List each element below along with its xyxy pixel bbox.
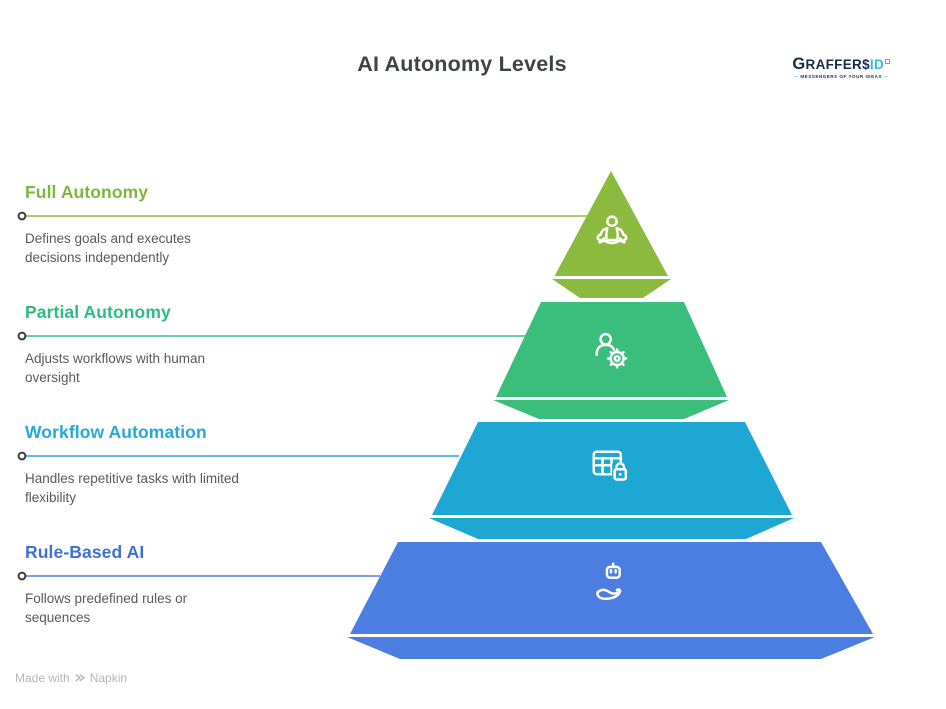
pyramid-level-2: [493, 302, 729, 419]
level-1-base-shadow: [552, 279, 671, 298]
level-heading: Partial Autonomy: [25, 302, 171, 322]
level-1-shape: [554, 171, 668, 276]
user-with-gear-icon: [595, 332, 628, 369]
logo-trademark-icon: [885, 58, 890, 64]
graffersid-logo: GRAFFER$ID — MESSENGERS OF YOUR IDEAS —: [792, 56, 890, 79]
logo-primary-text: RAFFER$: [805, 57, 870, 72]
connector-level-1: [17, 211, 588, 221]
level-2-shape: [496, 302, 727, 397]
level-description: Adjusts workflows with human oversight: [25, 351, 206, 385]
connector-dot: [17, 571, 27, 581]
connector-dot: [17, 331, 27, 341]
table-lock-icon: [592, 450, 629, 482]
hand-holding-robot-icon: [596, 562, 622, 601]
level-description: Follows predefined rules or sequences: [25, 591, 188, 625]
level-3-base-shadow: [429, 518, 794, 539]
level-4-shape: [350, 542, 873, 634]
napkin-logo-icon: [75, 674, 85, 682]
logo-letter-g: G: [792, 55, 806, 73]
logo-tagline: — MESSENGERS OF YOUR IDEAS —: [793, 73, 889, 79]
connector-level-3: [17, 451, 459, 461]
connector-dot: [17, 211, 27, 221]
connector-dot: [17, 451, 27, 461]
level-heading: Full Autonomy: [25, 182, 149, 202]
level-description: Handles repetitive tasks with limited fl…: [25, 471, 239, 505]
connector-level-4: [17, 571, 380, 581]
meditation-person-icon: [596, 215, 628, 245]
level-heading: Rule-Based AI: [25, 542, 145, 562]
level-description: Defines goals and executes decisions ind…: [25, 231, 191, 265]
connector-level-2: [17, 331, 525, 341]
level-heading: Workflow Automation: [25, 422, 207, 442]
made-with-label: Made with: [15, 671, 70, 685]
made-with-napkin: Made with Napkin: [15, 671, 127, 685]
level-2-base-shadow: [493, 400, 729, 419]
logo-wordmark: GRAFFER$ID: [792, 56, 890, 73]
level-entry-rule-based-ai: Rule-Based AI Follows predefined rules o…: [25, 542, 187, 627]
page-title: AI Autonomy Levels: [357, 52, 567, 76]
logo-accent-text: ID: [869, 57, 884, 72]
level-entry-full-autonomy: Full Autonomy Defines goals and executes…: [25, 182, 191, 267]
level-entry-partial-autonomy: Partial Autonomy Adjusts workflows with …: [25, 302, 205, 387]
pyramid-level-4: [347, 542, 875, 659]
level-entry-workflow-automation: Workflow Automation Handles repetitive t…: [25, 422, 239, 507]
level-4-base-shadow: [347, 637, 875, 659]
pyramid-level-1: [552, 171, 671, 298]
napkin-brand-label: Napkin: [89, 671, 128, 685]
pyramid-level-3: [429, 422, 794, 539]
